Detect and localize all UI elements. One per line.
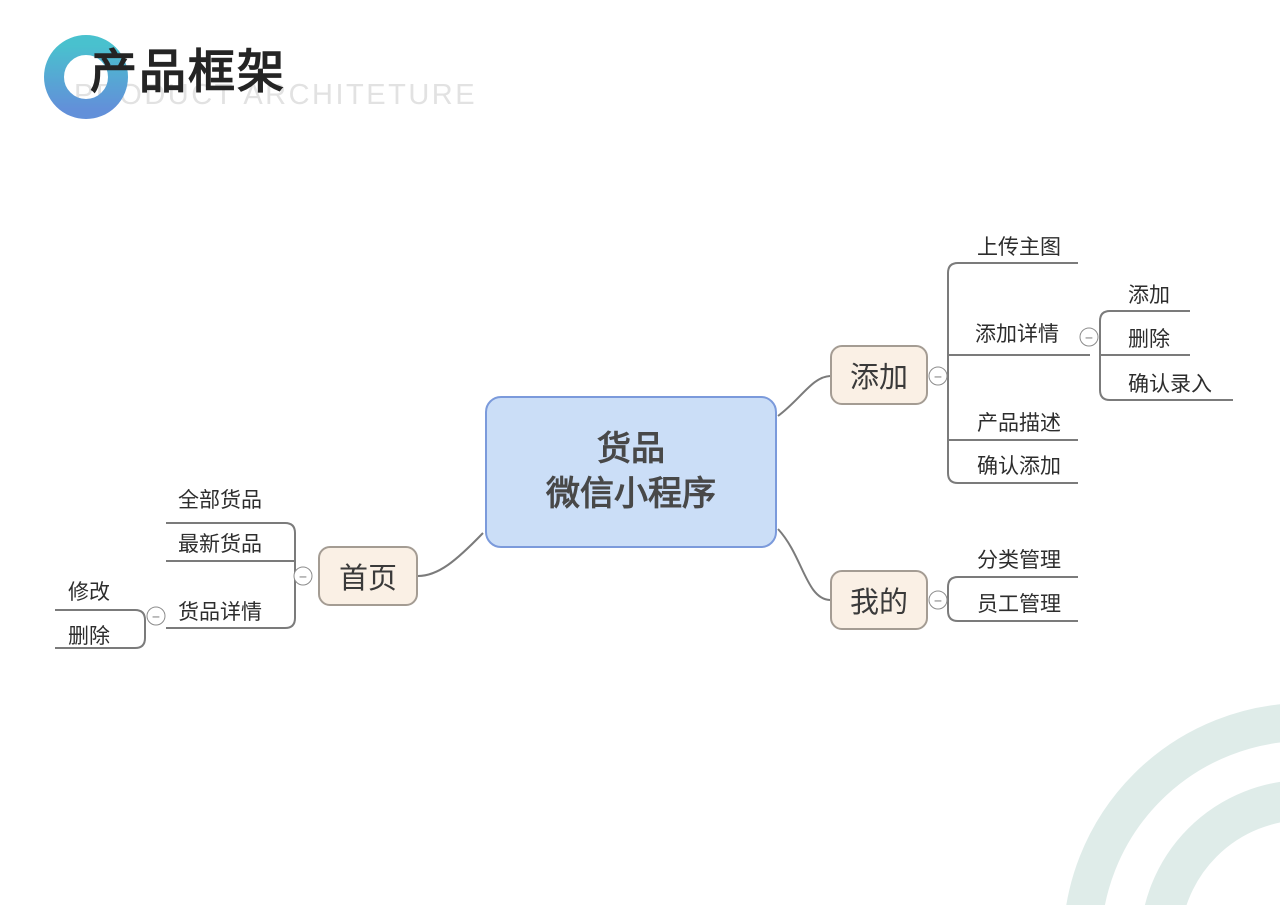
page-title: 产品框架: [90, 45, 286, 98]
minus-icon: −: [933, 368, 943, 384]
collapse-button-goods-detail[interactable]: −: [146, 606, 166, 626]
collapse-button-mine[interactable]: −: [928, 590, 948, 610]
leaf-delete-home[interactable]: 删除: [68, 625, 110, 648]
leaf-confirm-add[interactable]: 确认添加: [977, 455, 1061, 478]
leaf-newest-goods[interactable]: 最新货品: [178, 533, 262, 556]
branch-node-mine[interactable]: 我的: [830, 570, 928, 630]
branch-node-add[interactable]: 添加: [830, 345, 928, 405]
logo-ring-icon: [44, 35, 128, 119]
leaf-delete-sub[interactable]: 删除: [1128, 328, 1170, 351]
minus-icon: −: [298, 568, 308, 584]
collapse-button-home[interactable]: −: [293, 566, 313, 586]
leaf-product-desc[interactable]: 产品描述: [977, 412, 1061, 435]
leaf-employee-mgmt[interactable]: 员工管理: [977, 593, 1061, 616]
page-subtitle-watermark: PRODUCT ARCHITETURE: [74, 79, 478, 111]
root-node-label-line2: 微信小程序: [546, 475, 716, 513]
branch-mine-label: 我的: [849, 587, 908, 619]
leaf-all-goods[interactable]: 全部货品: [178, 489, 262, 512]
branch-home-label: 首页: [338, 563, 397, 595]
root-node[interactable]: 货品 微信小程序: [485, 396, 777, 548]
leaf-goods-detail[interactable]: 货品详情: [178, 601, 262, 624]
leaf-add-detail[interactable]: 添加详情: [975, 323, 1059, 346]
leaf-category-mgmt[interactable]: 分类管理: [977, 549, 1061, 572]
collapse-button-add-detail[interactable]: −: [1079, 327, 1099, 347]
minus-icon: −: [151, 608, 161, 624]
leaf-add-sub[interactable]: 添加: [1128, 284, 1170, 307]
collapse-button-add[interactable]: −: [928, 366, 948, 386]
minus-icon: −: [1084, 329, 1094, 345]
branch-add-label: 添加: [849, 362, 908, 394]
root-node-label-line1: 货品: [597, 430, 665, 468]
branch-node-home[interactable]: 首页: [318, 546, 418, 606]
minus-icon: −: [933, 592, 943, 608]
leaf-modify[interactable]: 修改: [68, 581, 110, 604]
leaf-confirm-entry[interactable]: 确认录入: [1128, 373, 1212, 396]
leaf-upload-main-image[interactable]: 上传主图: [977, 236, 1061, 259]
